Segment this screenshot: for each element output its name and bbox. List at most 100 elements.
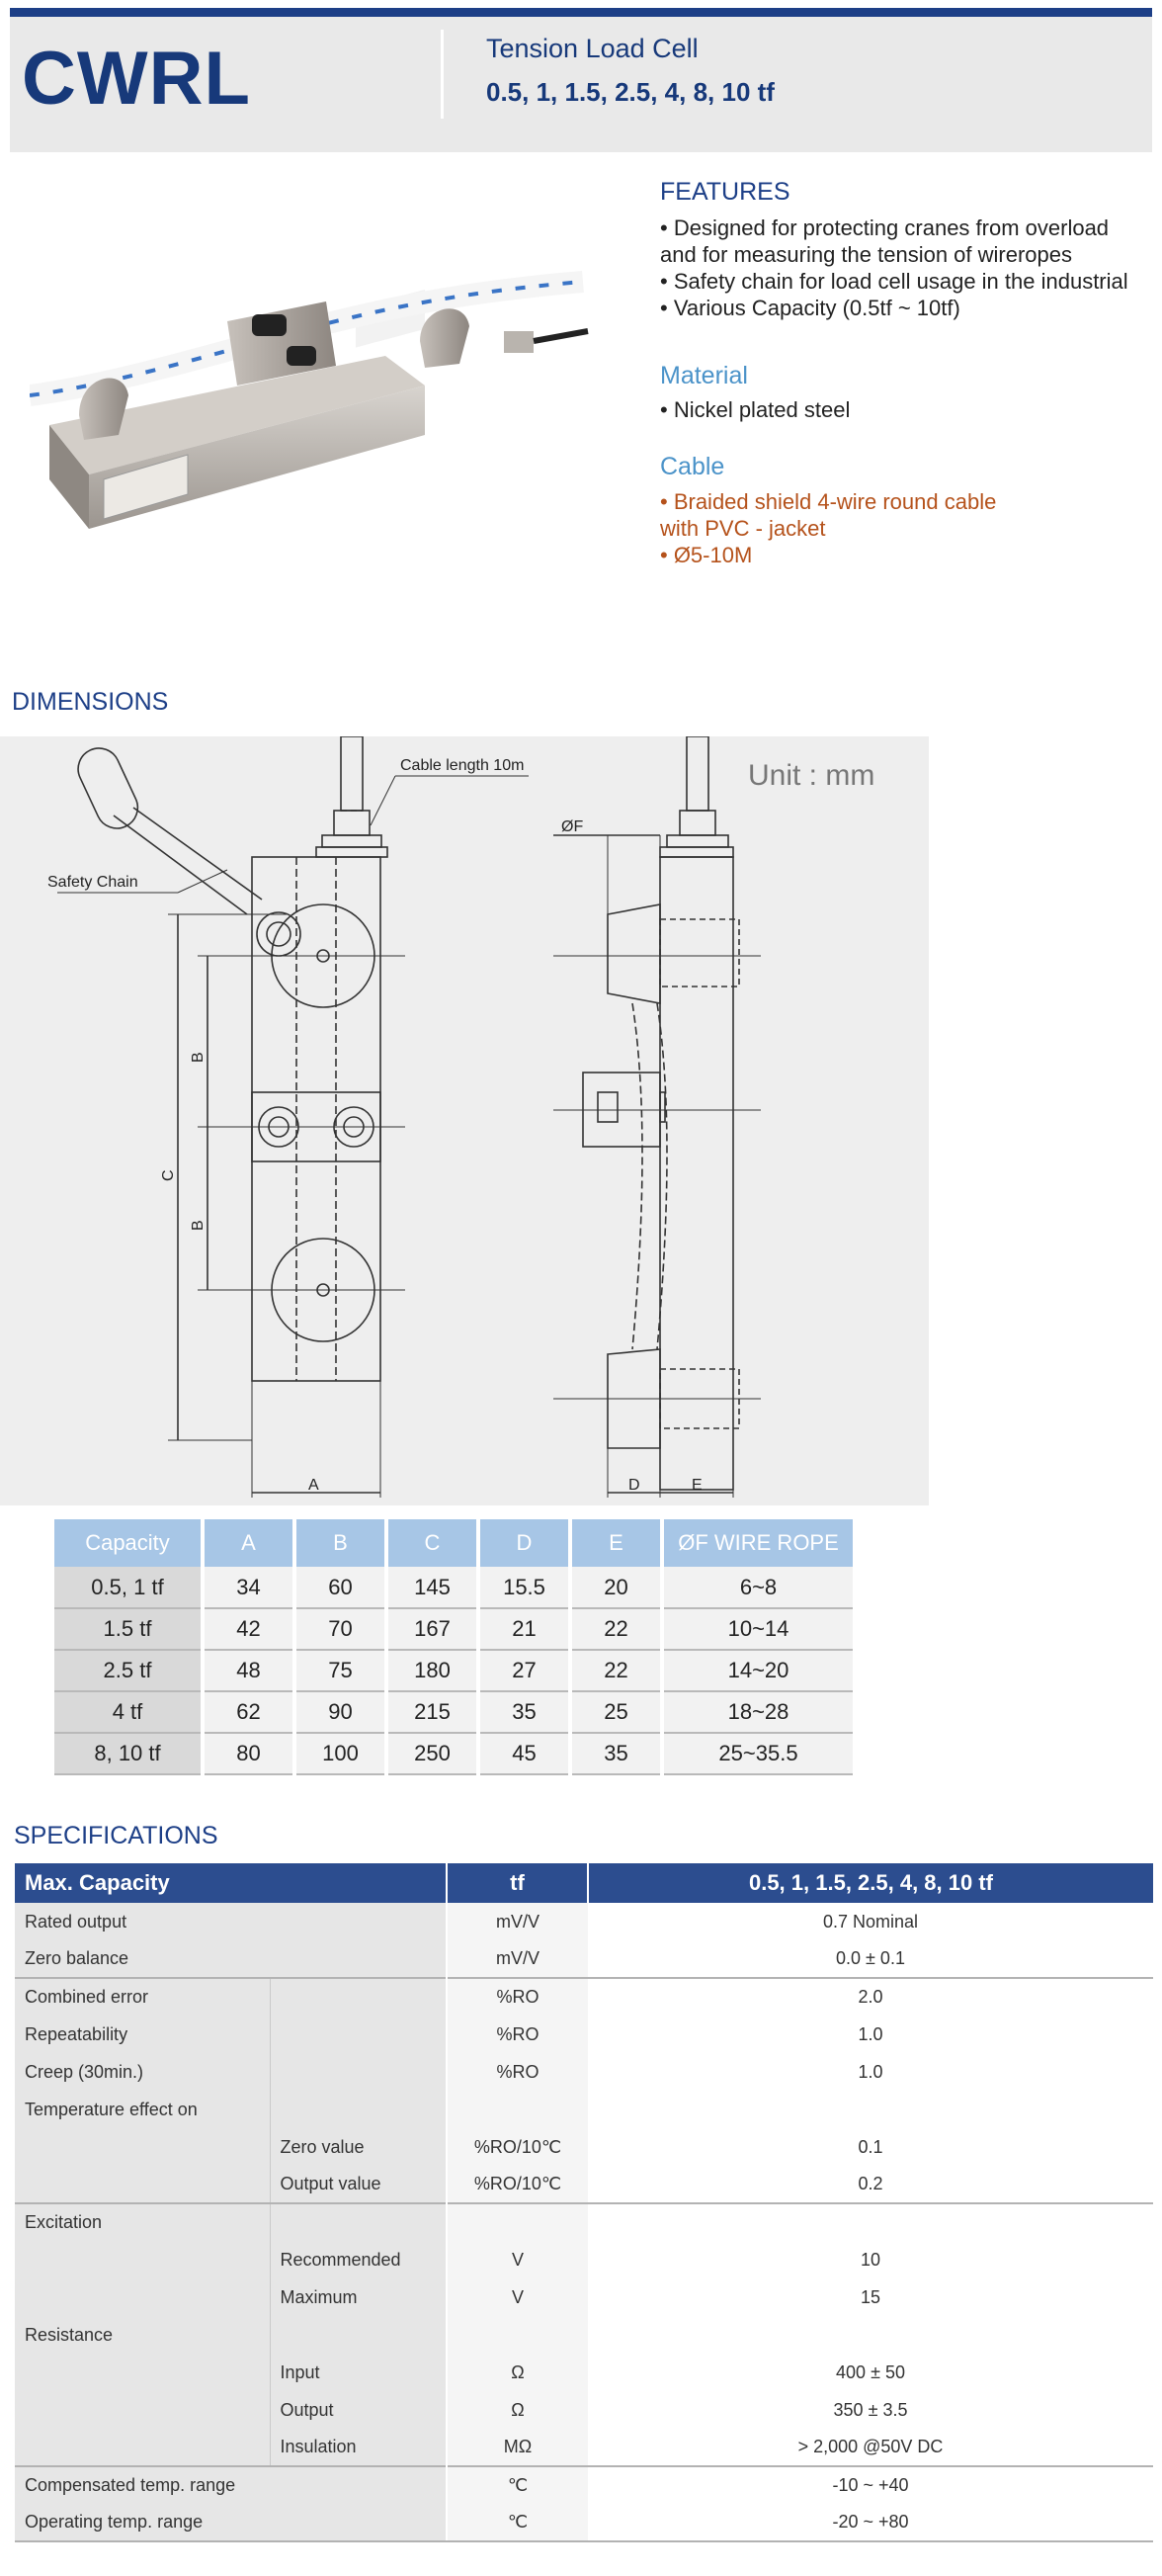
spec-sublabel	[269, 2016, 447, 2053]
table-cell: 10~14	[662, 1608, 857, 1651]
spec-unit: V	[446, 2241, 588, 2278]
spec-unit: %RO	[446, 2053, 588, 2091]
spec-label: Resistance	[15, 2316, 270, 2354]
spec-unit: Ω	[446, 2354, 588, 2391]
spec-header-value: 0.5, 1, 1.5, 2.5, 4, 8, 10 tf	[588, 1863, 1153, 1903]
spec-sublabel: Output	[269, 2391, 447, 2429]
dimensions-heading: DIMENSIONS	[12, 688, 169, 716]
table-cell: 2.5 tf	[54, 1650, 205, 1692]
spec-value: 400 ± 50	[588, 2354, 1153, 2391]
spec-unit: mV/V	[446, 1903, 588, 1940]
table-cell: 14~20	[662, 1650, 857, 1692]
spec-label: Rated output	[15, 1903, 447, 1940]
table-cell: 70	[294, 1608, 388, 1651]
dim-d-label: D	[628, 1477, 640, 1494]
table-cell: 90	[294, 1691, 388, 1734]
cable-line: with PVC - jacket	[660, 516, 826, 541]
cable-heading: Cable	[660, 453, 725, 480]
spec-label	[15, 2241, 270, 2278]
spec-unit: %RO	[446, 2016, 588, 2053]
spec-sublabel	[269, 2316, 447, 2354]
spec-row: Excitation	[15, 2202, 1153, 2241]
table-cell: 25	[570, 1691, 664, 1734]
table-cell: 62	[203, 1691, 296, 1734]
table-cell: 34	[203, 1567, 296, 1609]
spec-value: -10 ~ +40	[588, 2465, 1153, 2504]
spec-unit: mV/V	[446, 1940, 588, 1978]
table-cell: 45	[478, 1733, 572, 1775]
dim-b-upper-label: B	[190, 1052, 207, 1063]
spec-row: Compensated temp. range℃-10 ~ +40	[15, 2465, 1153, 2504]
spec-value: 2.0	[588, 1977, 1153, 2016]
capacity-list: 0.5, 1, 1.5, 2.5, 4, 8, 10 tf	[486, 77, 775, 107]
spec-label: Combined error	[15, 1977, 270, 2016]
spec-header-label: Max. Capacity	[15, 1863, 447, 1903]
dim-b-lower-label: B	[190, 1220, 207, 1231]
table-cell: 6~8	[662, 1567, 857, 1609]
table-cell: 215	[386, 1691, 480, 1734]
spec-sublabel: Insulation	[269, 2429, 447, 2466]
spec-unit: %RO	[446, 1977, 588, 2016]
spec-label	[15, 2354, 270, 2391]
spec-label: Temperature effect on	[15, 2091, 270, 2128]
spec-sublabel: Recommended	[269, 2241, 447, 2278]
spec-label	[15, 2391, 270, 2429]
spec-value: 0.1	[588, 2128, 1153, 2166]
spec-label: Compensated temp. range	[15, 2465, 447, 2504]
spec-unit: V	[446, 2278, 588, 2316]
spec-unit	[446, 2316, 588, 2354]
product-photo	[30, 271, 589, 529]
spec-value: 1.0	[588, 2016, 1153, 2053]
spec-value	[588, 2091, 1153, 2128]
spec-sublabel: Zero value	[269, 2128, 447, 2166]
spec-value: 1.0	[588, 2053, 1153, 2091]
product-subtitle: Tension Load Cell	[486, 34, 699, 63]
feature-line: • Safety chain for load cell usage in th…	[660, 269, 1128, 294]
spec-unit	[446, 2091, 588, 2128]
col-header: E	[570, 1519, 664, 1567]
cable-line: • Ø5-10M	[660, 543, 753, 567]
spec-value	[588, 2202, 1153, 2241]
spec-unit: Ω	[446, 2391, 588, 2429]
spec-label: Excitation	[15, 2202, 270, 2241]
table-cell: 20	[570, 1567, 664, 1609]
title-banner	[10, 17, 1152, 152]
feature-line: • Designed for protecting cranes from ov…	[660, 215, 1110, 240]
spec-sublabel	[269, 2202, 447, 2241]
spec-sublabel	[269, 2091, 447, 2128]
col-header: B	[294, 1519, 388, 1567]
spec-label: Creep (30min.)	[15, 2053, 270, 2091]
table-cell: 1.5 tf	[54, 1608, 205, 1651]
spec-value: 0.7 Nominal	[588, 1903, 1153, 1940]
spec-label	[15, 2429, 270, 2466]
table-cell: 60	[294, 1567, 388, 1609]
dim-e-label: E	[692, 1477, 703, 1494]
material-line: • Nickel plated steel	[660, 397, 851, 422]
table-cell: 21	[478, 1608, 572, 1651]
spec-row: Resistance	[15, 2316, 1153, 2354]
spec-value: -20 ~ +80	[588, 2504, 1153, 2542]
table-cell: 180	[386, 1650, 480, 1692]
spec-header-row: Max. Capacity tf 0.5, 1, 1.5, 2.5, 4, 8,…	[15, 1863, 1153, 1903]
spec-label: Repeatability	[15, 2016, 270, 2053]
spec-value	[588, 2316, 1153, 2354]
spec-value: 10	[588, 2241, 1153, 2278]
table-cell: 8, 10 tf	[54, 1733, 205, 1775]
spec-value: 15	[588, 2278, 1153, 2316]
table-cell: 15.5	[478, 1567, 572, 1609]
col-header: Capacity	[54, 1519, 205, 1567]
table-cell: 22	[570, 1608, 664, 1651]
spec-unit: ℃	[446, 2504, 588, 2542]
table-cell: 0.5, 1 tf	[54, 1567, 205, 1609]
table-cell: 35	[570, 1733, 664, 1775]
spec-label: Operating temp. range	[15, 2504, 447, 2542]
spec-unit: ℃	[446, 2465, 588, 2504]
